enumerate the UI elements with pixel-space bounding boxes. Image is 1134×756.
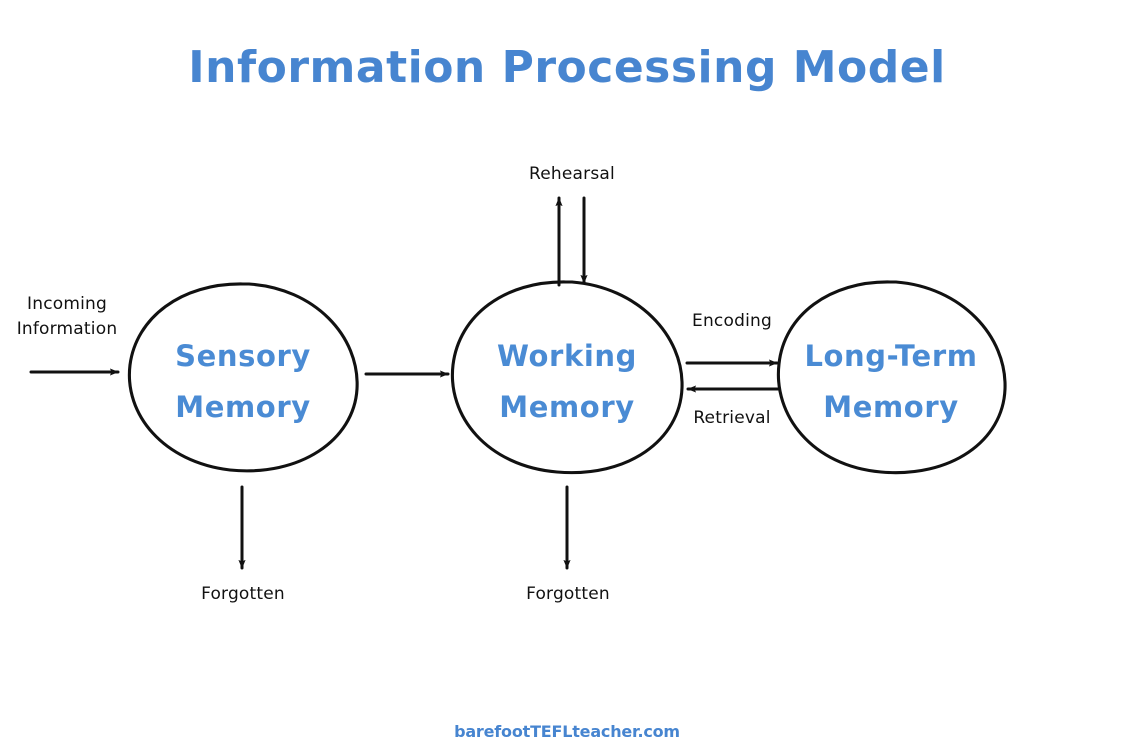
node-shape-sensory-memory[interactable] bbox=[127, 282, 359, 473]
edge-label-sensory-forgotten: Forgotten bbox=[201, 584, 285, 604]
footer-watermark: barefootTEFLteacher.com bbox=[454, 722, 680, 741]
node-shape-long-term-memory[interactable] bbox=[776, 280, 1007, 475]
edge-label-retrieval: Retrieval bbox=[693, 408, 771, 428]
edge-label-working-forgotten: Forgotten bbox=[526, 584, 610, 604]
edge-label-encoding: Encoding bbox=[692, 311, 772, 331]
edge-label-incoming-information-line2: Information bbox=[16, 318, 118, 339]
edge-label-rehearsal: Rehearsal bbox=[529, 164, 615, 184]
page-title: Information Processing Model bbox=[188, 42, 946, 93]
edge-label-incoming-information: Incoming Information bbox=[0, 292, 134, 341]
node-shape-working-memory[interactable] bbox=[450, 280, 684, 475]
edge-label-incoming-information-line1: Incoming bbox=[27, 294, 107, 314]
